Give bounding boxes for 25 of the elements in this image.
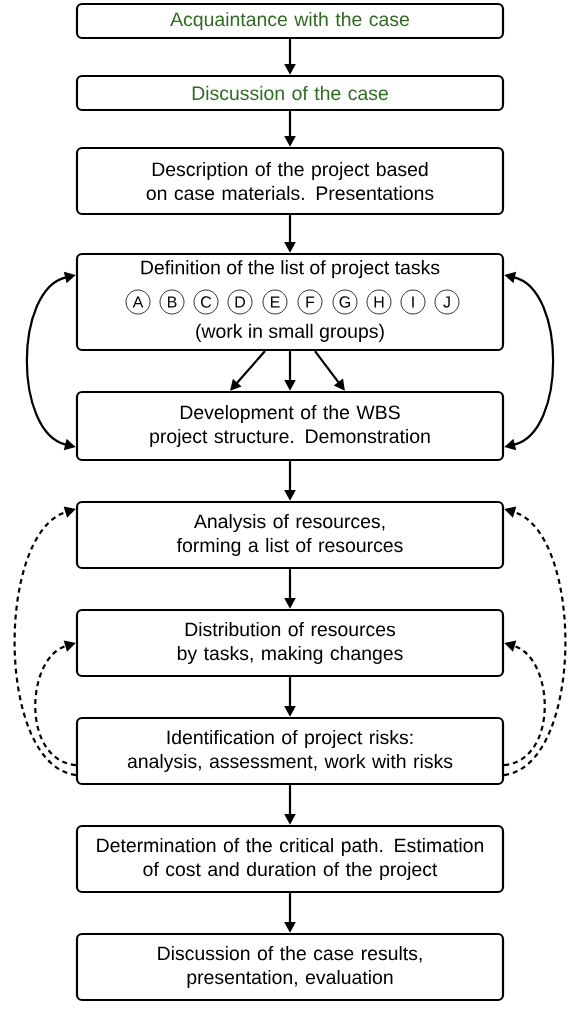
- arrow: [314, 350, 345, 391]
- dashed-arrow: [13, 506, 77, 777]
- dashed-arrow: [503, 640, 546, 767]
- process-box: Analysis of resources, forming a list of resources: [75, 500, 505, 570]
- process-box: Distribution of resources by tasks, making changes: [75, 608, 505, 678]
- dashed-arrow: [34, 640, 77, 767]
- process-box: Discussion of the case results, presentation, evaluation: [75, 932, 505, 1002]
- circled-letter: H: [366, 289, 392, 315]
- dashed-arrow: [503, 506, 567, 777]
- circled-letter: C: [193, 289, 219, 315]
- arrow: [230, 350, 266, 391]
- circled-letter: I: [400, 289, 426, 315]
- process-box: Discussion of the case: [75, 74, 505, 112]
- circled-letter: A: [125, 289, 151, 315]
- circled-letter: F: [297, 289, 323, 315]
- circled-letter: B: [159, 289, 185, 315]
- circled-letter: E: [262, 289, 288, 315]
- process-box: Development of the WBS project structure. Demonstration: [75, 390, 505, 462]
- circled-letter: G: [332, 289, 358, 315]
- process-box: Acquaintance with the case: [75, 2, 505, 40]
- circled-letter: J: [434, 289, 460, 315]
- process-box: Determination of the critical path. Estimation of cost and duration of the project: [75, 824, 505, 894]
- process-box: Description of the project based on case materials. Presentations: [75, 146, 505, 216]
- circled-letter: D: [227, 289, 253, 315]
- process-box: Identification of project risks: analysis, assessment, work with risks: [75, 716, 505, 786]
